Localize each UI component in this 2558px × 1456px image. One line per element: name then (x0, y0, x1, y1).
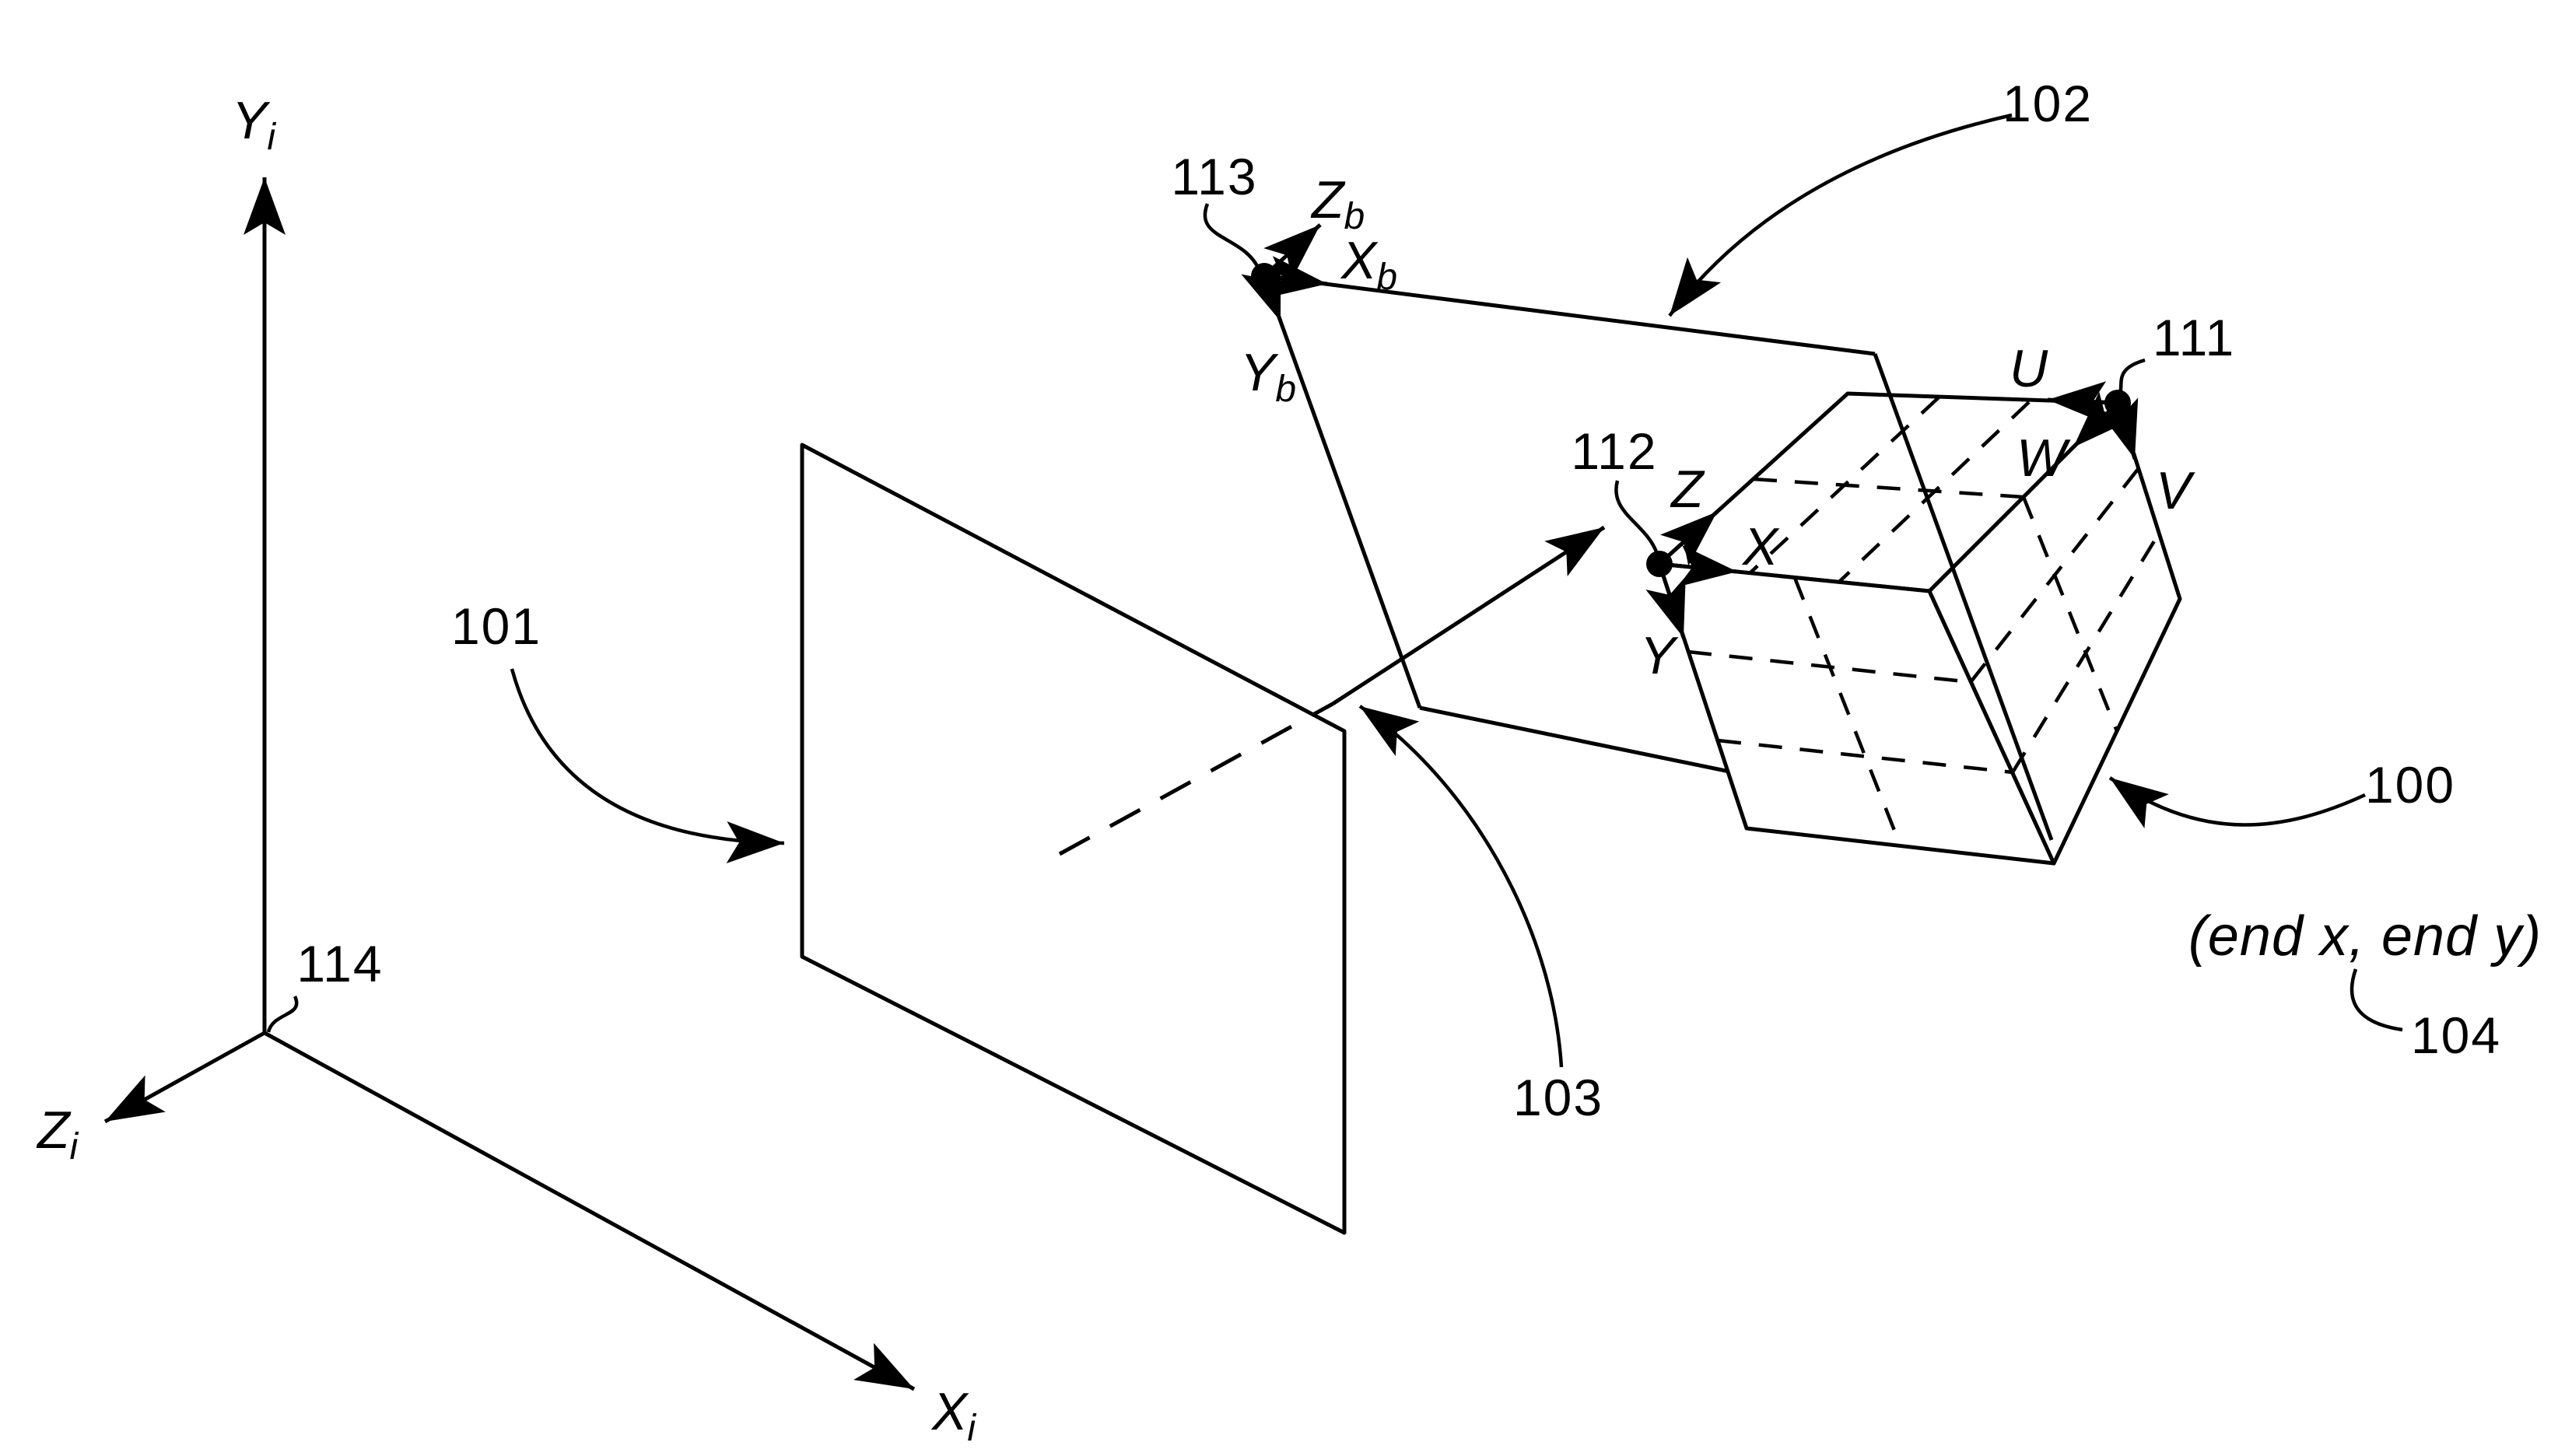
frame113-xb-label: Xb (1340, 231, 1397, 298)
ref-103-label: 103 (1513, 1069, 1603, 1126)
ref-104-label: 104 (2411, 1006, 2501, 1064)
ref-102-label: 102 (2003, 75, 2093, 132)
volume-100: Z X Y 112 U W V 111 100 (1571, 309, 2455, 866)
voxel-grid-dashed (1687, 396, 2160, 847)
frame112-y-label: Y (1640, 626, 1679, 685)
ref-112-label: 112 (1571, 422, 1657, 480)
ref-102-leader (1668, 113, 2013, 317)
world-axes: Yi Zi Xi 114 (36, 91, 976, 1449)
ref-100-leader (2108, 776, 2366, 829)
end-point-104: (end x, end y) 104 (2188, 905, 2542, 1064)
view-ray-103: 103 (1058, 525, 1606, 1126)
ref-114-leader (266, 996, 299, 1033)
frame113-zb-label: Zb (1310, 170, 1365, 237)
frame111-u-label: U (2010, 339, 2048, 398)
image-plane-outline (800, 443, 1347, 1235)
frame113-origin-dot (1251, 263, 1277, 289)
grid-line (1792, 577, 1903, 847)
plane-frame-113: Zb Xb Yb 113 102 (1171, 75, 2093, 410)
grid-line (1717, 738, 2013, 775)
ref-111-label: 111 (2153, 309, 2235, 366)
frame113-yb-label: Yb (1240, 343, 1296, 410)
grid-line (1753, 477, 2024, 499)
world-z-axis-label: Zi (36, 1101, 79, 1167)
sample-plane-right-edge (1873, 353, 2054, 841)
volume-corner-frame-111: U W V 111 (2010, 309, 2235, 520)
world-x-axis-label: Xi (930, 1382, 976, 1449)
ref-113-label: 113 (1171, 148, 1257, 205)
world-y-axis-label: Yi (232, 91, 276, 158)
grid-line (2021, 496, 2119, 732)
grid-line (1838, 401, 2031, 583)
ref-101-leader (510, 668, 785, 863)
view-ray-hidden-segment (1058, 702, 1334, 856)
world-x-axis (263, 1031, 916, 1391)
ref-103-leader (1358, 705, 1564, 1068)
frame112-origin-dot (1646, 551, 1673, 577)
ref-100-label: 100 (2365, 756, 2455, 814)
frame112-z-label: Z (1670, 460, 1705, 519)
frame112-x-label: X (1741, 517, 1780, 576)
volume-origin-frame-112: Z X Y 112 (1571, 422, 1780, 685)
sample-plane-bottom-edge (1419, 705, 1730, 774)
ref-104-leader (2350, 968, 2403, 1032)
world-z-axis (103, 1031, 266, 1124)
ref-101-label: 101 (451, 597, 541, 655)
end-point-text: (end x, end y) (2188, 905, 2542, 968)
ref-114-label: 114 (296, 935, 383, 992)
image-plane-101: 101 (451, 443, 1347, 1235)
ref-112-leader (1614, 480, 1659, 555)
frame111-v-label: V (2156, 461, 2195, 520)
view-ray-arrow (1331, 525, 1606, 706)
frame111-w-label: W (2017, 429, 2071, 488)
grid-line (1748, 396, 1940, 575)
frame111-origin-dot (2104, 390, 2131, 416)
ref-111-leader (2117, 358, 2146, 397)
ref-113-leader (1203, 203, 1261, 270)
